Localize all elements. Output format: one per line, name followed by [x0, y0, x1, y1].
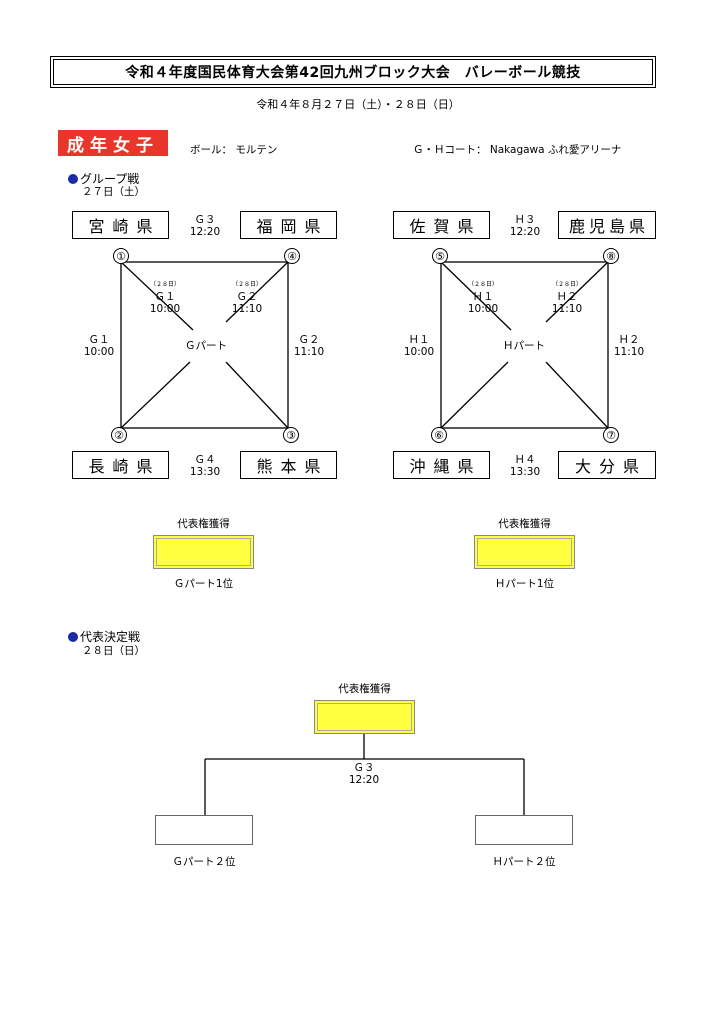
seed-num-8: ⑧	[603, 248, 619, 264]
match-h1-diag: （２８日） Ｈ１ 10:00	[467, 281, 499, 315]
h-rank-label: Ｈパート1位	[494, 578, 555, 590]
final-qual-box	[314, 700, 415, 734]
match-h2-diag: （２８日） Ｈ２ 11:10	[551, 281, 583, 315]
final-left-slot	[155, 815, 253, 845]
h-qual-label: 代表権獲得	[498, 518, 551, 530]
g-rank-label: Ｇパート1位	[173, 578, 234, 590]
team-h-bl: 沖縄県	[393, 451, 490, 479]
seed-num-7: ⑦	[603, 427, 619, 443]
final-date: ２８日（日）	[82, 645, 145, 657]
category-badge: 成年女子	[58, 130, 168, 156]
bullet-icon	[68, 173, 78, 184]
group-stage-heading: グループ戦	[68, 170, 139, 187]
group-stage-title: グループ戦	[80, 172, 140, 186]
team-g-bl: 長崎県	[72, 451, 169, 479]
group-stage-date: ２７日（土）	[82, 186, 145, 198]
team-h-tr: 鹿児島県	[558, 211, 656, 239]
team-g-tl: 宮崎県	[72, 211, 169, 239]
g-qual-box	[153, 535, 254, 569]
seed-num-6: ⑥	[431, 427, 447, 443]
final-heading: 代表決定戦	[68, 628, 140, 645]
tournament-dates: 令和４年８月２７日（土）・２８日（日）	[256, 98, 460, 111]
seed-num-3: ③	[283, 427, 299, 443]
seed-num-4: ④	[284, 248, 300, 264]
seed-num-2: ②	[111, 427, 127, 443]
match-g2-diag: （２８日） Ｇ２ 11:10	[231, 281, 263, 315]
title-box: 令和４年度国民体育大会第42回九州ブロック大会 バレーボール競技	[50, 56, 656, 88]
final-qual-label: 代表権獲得	[338, 683, 391, 695]
g-part-center-label: Ｇパート	[185, 340, 227, 352]
h-qual-box	[474, 535, 575, 569]
final-left-label: Ｇパート２位	[172, 856, 236, 868]
final-right-label: Ｈパート２位	[492, 856, 556, 868]
match-g1-diag: （２８日） Ｇ１ 10:00	[149, 281, 181, 315]
bullet-icon	[68, 631, 78, 642]
team-h-br: 大分県	[558, 451, 656, 479]
g-qual-label: 代表権獲得	[177, 518, 230, 530]
court-info: Ｇ・Ｈコート： Nakagawa ふれ愛アリーナ	[413, 144, 622, 156]
final-right-slot	[475, 815, 573, 845]
team-g-tr: 福岡県	[240, 211, 337, 239]
seed-num-5: ⑤	[432, 248, 448, 264]
team-g-br: 熊本県	[240, 451, 337, 479]
seed-num-1: ①	[113, 248, 129, 264]
final-title: 代表決定戦	[80, 630, 141, 644]
h-part-center-label: Ｈパート	[503, 340, 545, 352]
ball-info: ボール： モルテン	[190, 144, 278, 156]
team-h-tl: 佐賀県	[393, 211, 490, 239]
page-title: 令和４年度国民体育大会第42回九州ブロック大会 バレーボール競技	[53, 59, 653, 85]
